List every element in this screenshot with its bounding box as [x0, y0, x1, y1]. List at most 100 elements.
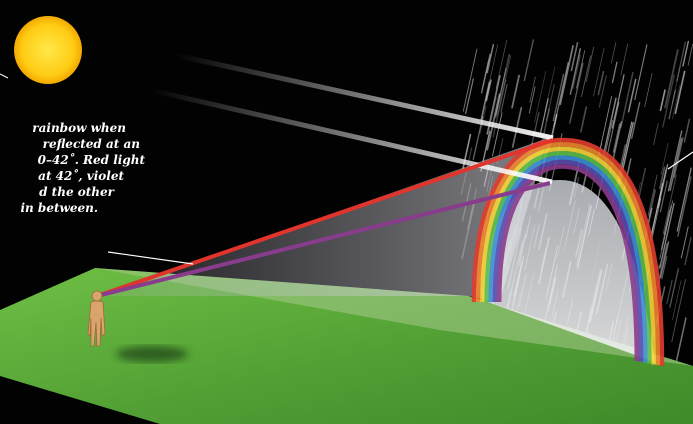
rain-streak: [480, 53, 491, 94]
sunlight-ray-lower: [149, 87, 553, 185]
rain-streak: [593, 48, 605, 97]
rain-streak: [647, 174, 658, 216]
rainbow-band: [496, 164, 640, 361]
caption-line: reflected at an: [42, 137, 140, 151]
rain-streak: [585, 46, 595, 83]
caption-line: in between.: [20, 201, 98, 215]
rain-streak: [669, 268, 679, 308]
rain-streak: [659, 240, 670, 279]
rainbow-band: [471, 137, 665, 367]
rain-streak: [611, 61, 618, 84]
rain-streak: [462, 48, 478, 112]
rain-streak: [659, 180, 668, 213]
sun-icon: [14, 16, 82, 84]
rain-streak: [581, 55, 591, 97]
rain-streak: [611, 74, 625, 129]
rainbow-caption: rainbow when reflected at an 0–42˚. Red …: [0, 120, 150, 216]
rain-streak: [523, 39, 535, 82]
rain-streak: [500, 84, 508, 113]
rain-streak: [671, 279, 686, 342]
rain-streak: [511, 106, 523, 148]
rain-streak: [659, 200, 674, 260]
rain-streak: [676, 41, 686, 82]
rainbow-band: [484, 150, 652, 364]
rain-streak: [627, 78, 637, 113]
rain-streak: [644, 72, 653, 108]
rain-streak: [659, 202, 675, 269]
rain-streak: [529, 76, 536, 103]
rain-streak: [464, 78, 474, 115]
rainbow-band: [492, 159, 644, 362]
rainbow-inner-glow: [482, 180, 655, 362]
rain-streak: [479, 105, 487, 135]
sunlight-ray-upper: [174, 52, 554, 141]
rainbow-band: [488, 155, 648, 363]
rain-streak: [604, 120, 613, 157]
rain-streak: [676, 167, 692, 232]
rain-streak: [648, 189, 656, 218]
rain-streak: [545, 84, 555, 122]
rain-streak: [495, 39, 508, 89]
rain-streak: [620, 43, 629, 76]
rain-streak: [663, 210, 670, 235]
rain-streak: [570, 42, 579, 72]
caption-leader-line: [107, 251, 194, 265]
rain-streak: [481, 60, 489, 90]
rain-leader-line: [667, 151, 693, 170]
rain-streak: [539, 98, 549, 135]
rain-streak: [598, 75, 607, 108]
rain-streak: [677, 176, 692, 237]
rain-streak: [661, 256, 668, 280]
rain-streak: [662, 174, 677, 235]
rain-streak: [597, 70, 605, 96]
rain-streak: [492, 112, 503, 157]
caption-line: at 42˚, violet: [38, 169, 124, 183]
sun-leader-line: [0, 73, 9, 79]
rain-streak: [682, 40, 689, 67]
rain-streak: [630, 101, 641, 139]
rain-streak: [603, 97, 617, 155]
observer-figure: [87, 290, 106, 347]
rain-streak: [485, 79, 492, 102]
rain-streak: [657, 163, 669, 208]
rain-streak: [620, 71, 634, 129]
rain-streak: [552, 73, 565, 122]
rainbow-arc: [471, 137, 665, 367]
rain-streak: [669, 138, 683, 192]
rain-streak: [674, 70, 686, 115]
rain-streak: [668, 89, 676, 120]
rain-streak: [634, 44, 648, 101]
rain-streak: [559, 45, 574, 106]
rain-streak: [683, 118, 691, 143]
rain-streak: [511, 74, 520, 109]
rainbow-band: [480, 146, 656, 365]
ground-plane: [0, 268, 693, 424]
rain-streak: [653, 123, 659, 146]
rain-streak: [659, 89, 666, 112]
rain-streak: [569, 62, 584, 124]
rain-streak: [659, 166, 666, 190]
rain-streak: [666, 279, 673, 304]
rain-streak: [650, 197, 662, 242]
rain-streak: [480, 81, 491, 121]
observer-shadow: [116, 346, 188, 362]
rain-streak: [673, 136, 684, 178]
rain-streak: [580, 106, 588, 133]
red-ray: [96, 138, 554, 298]
caption-line: rainbow when: [32, 121, 126, 135]
violet-ray: [96, 181, 551, 298]
rain-streak: [497, 55, 512, 116]
rain-streak: [664, 49, 679, 109]
rain-streak: [534, 70, 547, 123]
rain-streak: [486, 44, 495, 74]
rain-streak: [528, 86, 536, 114]
rain-streak: [576, 50, 586, 89]
rain-streak: [649, 182, 664, 241]
rain-streak: [667, 130, 683, 192]
rain-streak: [660, 142, 669, 175]
rainbow-band: [475, 142, 661, 366]
rain-streak: [494, 54, 511, 119]
rain-streak: [486, 93, 501, 151]
rain-streak: [569, 48, 582, 95]
